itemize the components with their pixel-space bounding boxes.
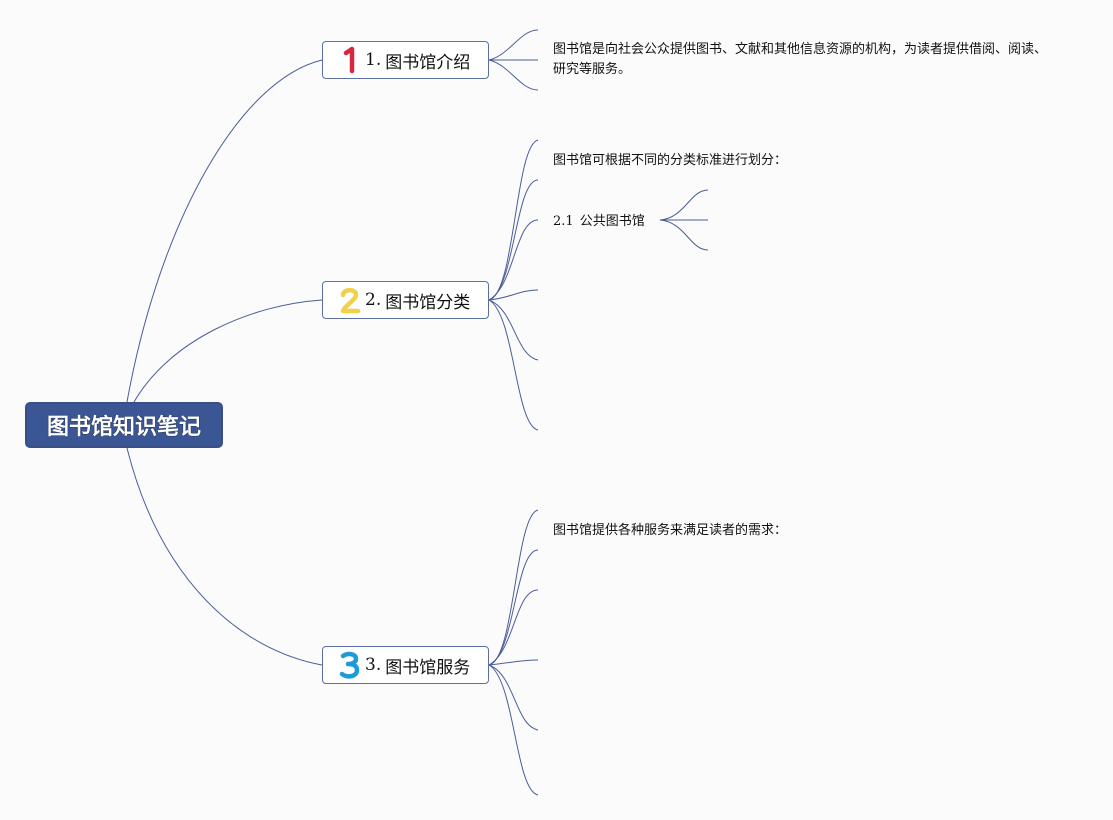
branch-2-fan-1	[488, 139, 539, 301]
branch-2-note[interactable]: 图书馆可根据不同的分类标准进行划分：	[553, 153, 788, 168]
branch-1-note[interactable]: 图书馆是向社会公众提供图书、文献和其他信息资源的机构，为读者提供借阅、阅读、研究…	[553, 42, 1048, 77]
sub-topic-number: 2.1	[553, 214, 574, 229]
root-to-branch-1-line	[126, 59, 323, 403]
branch-2-fan-4	[488, 289, 539, 301]
branch-1-fan-top	[488, 29, 539, 61]
sub-fan-bottom	[659, 219, 709, 251]
branch-topic-1[interactable]: 1. 图书馆介绍	[322, 41, 489, 79]
number-2-icon	[340, 287, 361, 314]
branch-2-label: 图书馆分类	[385, 292, 471, 313]
branch-2-fan-6	[488, 299, 539, 431]
branch-1-number: 1.	[365, 50, 382, 70]
branch-3-fan-6	[488, 664, 539, 796]
branch-3-label: 图书馆服务	[385, 657, 471, 678]
root-to-branch-2-line	[133, 299, 323, 403]
root-to-branch-3-line	[126, 447, 323, 666]
number-3-icon	[339, 651, 360, 679]
branch-3-fan-5	[488, 664, 539, 731]
root-topic-label: 图书馆知识笔记	[46, 415, 201, 440]
sub-topic-label: 公共图书馆	[579, 214, 645, 229]
branch-3-fan-3	[488, 589, 539, 666]
branch-3-fan-4	[488, 659, 539, 666]
number-1-icon	[343, 46, 355, 74]
branch-3-fan-2	[488, 549, 539, 666]
sub-topic-public-library[interactable]: 2.1 公共图书馆	[553, 210, 645, 229]
root-topic[interactable]: 图书馆知识笔记	[25, 402, 223, 448]
branch-1-fan-bottom	[488, 59, 539, 91]
branch-2-number: 2.	[365, 290, 382, 310]
branch-3-number: 3.	[365, 655, 382, 675]
branch-1-label: 图书馆介绍	[385, 52, 471, 73]
branch-2-fan-5	[488, 299, 539, 361]
branch-3-fan-1	[488, 509, 539, 666]
branch-2-fan-2	[488, 179, 539, 301]
sub-fan-top	[659, 189, 709, 221]
branch-3-note[interactable]: 图书馆提供各种服务来满足读者的需求：	[553, 523, 788, 538]
branch-2-fan-3	[488, 219, 539, 301]
branch-topic-3[interactable]: 3. 图书馆服务	[322, 646, 489, 684]
branch-topic-2[interactable]: 2. 图书馆分类	[322, 281, 489, 319]
